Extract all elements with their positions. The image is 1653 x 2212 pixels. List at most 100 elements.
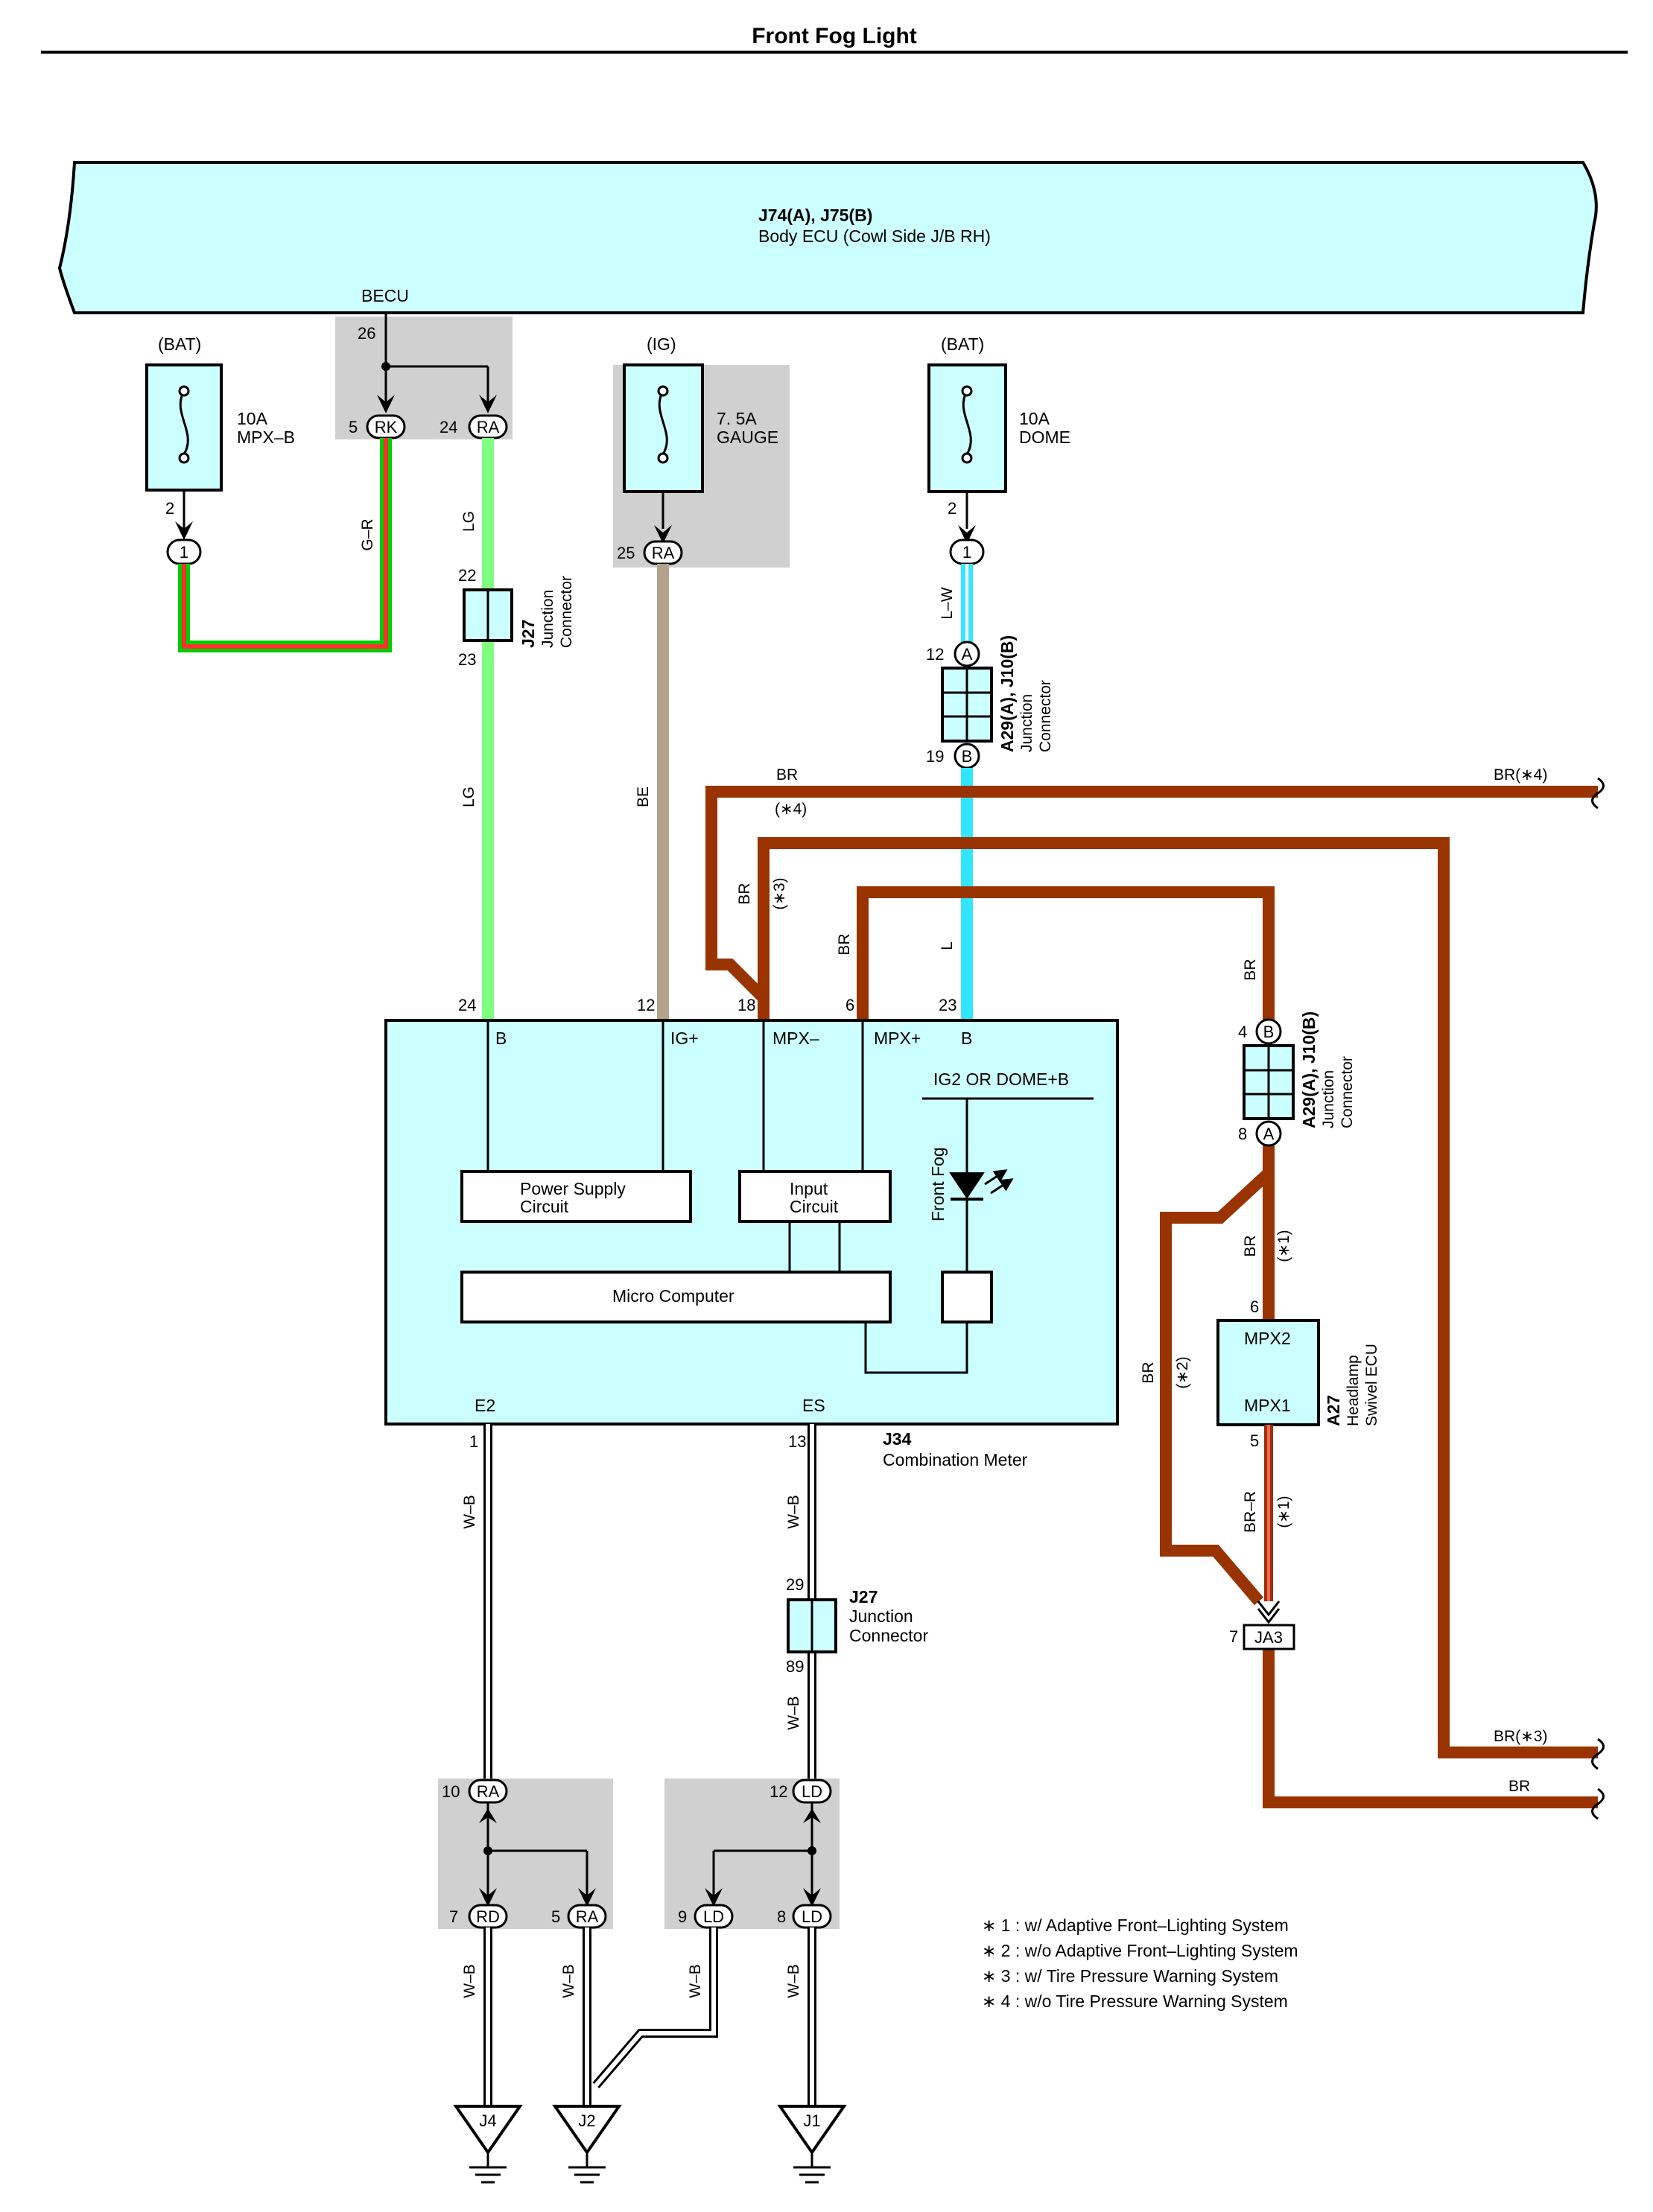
wire-label-br-left: BR xyxy=(1140,1361,1157,1383)
meter-term-b2: B xyxy=(961,1029,972,1048)
connector-b2-label: B xyxy=(1263,1023,1275,1041)
pin-h8: 8 xyxy=(1238,1125,1247,1143)
junction-a29-top-l2: Connector xyxy=(1037,680,1054,752)
connector-ja3 xyxy=(1243,1624,1295,1650)
meter-pin-23: 23 xyxy=(939,996,956,1014)
ic-l1: Input xyxy=(790,1179,828,1198)
pin-h4: 4 xyxy=(1238,1023,1247,1041)
wire-label-wb4: W–B xyxy=(461,1964,478,1998)
junction-j27-bottom-l2: Connector xyxy=(849,1626,928,1645)
headlamp-l1: Headlamp xyxy=(1345,1355,1362,1426)
wire-label-wb7: W–B xyxy=(785,1964,802,1998)
fuse-gauge-amp: 7. 5A xyxy=(717,409,757,428)
meter-pin-6: 6 xyxy=(845,996,854,1014)
wire-label-br-v2: BR xyxy=(836,933,853,955)
junction-a29-top-id: A29(A), J10(B) xyxy=(997,635,1017,752)
wire-label-wb5: W–B xyxy=(560,1964,577,1998)
pin-12: 12 xyxy=(926,645,944,664)
wire-br-bottom xyxy=(1263,1646,1598,1808)
wire-label-lg1: LG xyxy=(460,511,478,532)
fuse-mpx-b-source: (BAT) xyxy=(158,334,201,354)
wire-break-3 xyxy=(1591,1787,1605,1820)
note-2: ∗ 2 : w/o Adaptive Front–Lighting System xyxy=(982,1941,1298,1960)
ground-j4: J4 xyxy=(453,2105,523,2184)
meter-pin-24: 24 xyxy=(458,996,476,1014)
wire-label-brr: BR–R xyxy=(1242,1491,1259,1533)
meter-term-b: B xyxy=(495,1029,507,1048)
junction-a29-right-l1: Junction xyxy=(1320,1070,1337,1128)
fuse-dome-amp: 10A xyxy=(1019,409,1050,428)
meter-term-mpxm: MPX– xyxy=(772,1029,819,1048)
meter-term-ig: IG+ xyxy=(670,1029,699,1048)
ground-j2-label: J2 xyxy=(578,2111,595,2130)
headlamp-mpx1: MPX1 xyxy=(1244,1396,1291,1415)
psc-l2: Circuit xyxy=(520,1197,569,1216)
becu-label: BECU xyxy=(361,286,409,305)
wire-break-1 xyxy=(1591,777,1605,810)
wire-label-br3: BR(∗3) xyxy=(1494,1728,1547,1745)
connector-ra2-label: RA xyxy=(576,1907,599,1926)
wire-label-wb6: W–B xyxy=(687,1964,704,1998)
connector-b-label: B xyxy=(962,747,973,766)
pin-h6: 6 xyxy=(1250,1297,1259,1316)
wire-label-wb2: W–B xyxy=(785,1495,802,1529)
junction-a29-right-a xyxy=(1255,1120,1282,1147)
pin-g10: 10 xyxy=(442,1782,460,1801)
ground-j1-label: J1 xyxy=(803,2111,820,2130)
pin-26: 26 xyxy=(358,324,375,343)
wire-label-be: BE xyxy=(635,786,652,807)
junction-j27-bottom-l1: Junction xyxy=(849,1606,913,1626)
meter-ig2: IG2 OR DOME+B xyxy=(933,1070,1069,1089)
wire-label-l: L xyxy=(939,941,956,950)
pin-24: 24 xyxy=(440,418,457,436)
connector-ra-top-label: RA xyxy=(477,418,500,436)
pin-j29: 29 xyxy=(786,1575,804,1594)
junction-a29-right-id: A29(A), J10(B) xyxy=(1299,1011,1319,1128)
meter-pin-13: 13 xyxy=(788,1432,806,1451)
connector-rk-label: RK xyxy=(375,418,398,436)
pin-g7: 7 xyxy=(449,1907,458,1926)
pin-g9: 9 xyxy=(678,1907,687,1926)
ground-j4-label: J4 xyxy=(479,2111,496,2130)
wire-br-star4 xyxy=(705,786,1598,1020)
wire-label-star2: (∗2) xyxy=(1174,1356,1191,1388)
wire-label-star1a: (∗1) xyxy=(1275,1230,1292,1262)
connector-a-label: A xyxy=(962,645,973,664)
micro-computer xyxy=(460,1271,892,1323)
fog-driver-box xyxy=(941,1271,993,1323)
junction-a29-right-b xyxy=(1255,1018,1282,1045)
meter-term-mpxp: MPX+ xyxy=(874,1029,921,1048)
pin-23: 23 xyxy=(458,650,476,669)
pin-2b: 2 xyxy=(948,499,956,518)
arrow-rk xyxy=(377,395,395,413)
connector-ld1-label: LD xyxy=(703,1907,724,1926)
connector-ld2-label: LD xyxy=(802,1907,822,1926)
connector-ra-ig-label: RA xyxy=(652,544,675,562)
pin-g12: 12 xyxy=(770,1782,787,1801)
note-4: ∗ 4 : w/o Tire Pressure Warning System xyxy=(982,1992,1288,2011)
meter-e2: E2 xyxy=(475,1396,495,1415)
meter-pin-1: 1 xyxy=(469,1432,478,1451)
connector-rd-label: RD xyxy=(476,1907,500,1926)
junction-a29-top-l1: Junction xyxy=(1018,694,1035,752)
connector-1a-label: 1 xyxy=(180,543,188,562)
ground-j2: J2 xyxy=(552,2105,622,2184)
connector-ra-bottom-label: RA xyxy=(477,1782,500,1801)
becu-splice-dot xyxy=(381,362,390,371)
junction-j27-bottom-id: J27 xyxy=(849,1587,878,1606)
connector-ra-top: RA xyxy=(468,414,508,439)
body-ecu-id: J74(A), J75(B) xyxy=(758,206,872,225)
junction-j27-top-l1: Junction xyxy=(539,590,556,648)
body-ecu-name: Body ECU (Cowl Side J/B RH) xyxy=(758,226,991,246)
wire-label-gr: G–R xyxy=(359,518,376,550)
connector-1b-label: 1 xyxy=(962,543,971,562)
pin-2a: 2 xyxy=(165,499,174,518)
connector-ja3-label: JA3 xyxy=(1254,1628,1283,1647)
wire-label-lw: L–W xyxy=(939,587,956,619)
pin-ja7: 7 xyxy=(1229,1627,1238,1646)
wire-br-star3 xyxy=(758,837,1598,1758)
pin-j89: 89 xyxy=(786,1657,804,1676)
body-ecu-banner xyxy=(57,161,1598,314)
meter-name: Combination Meter xyxy=(883,1450,1028,1469)
wire-br-mpxp xyxy=(857,886,1275,1020)
